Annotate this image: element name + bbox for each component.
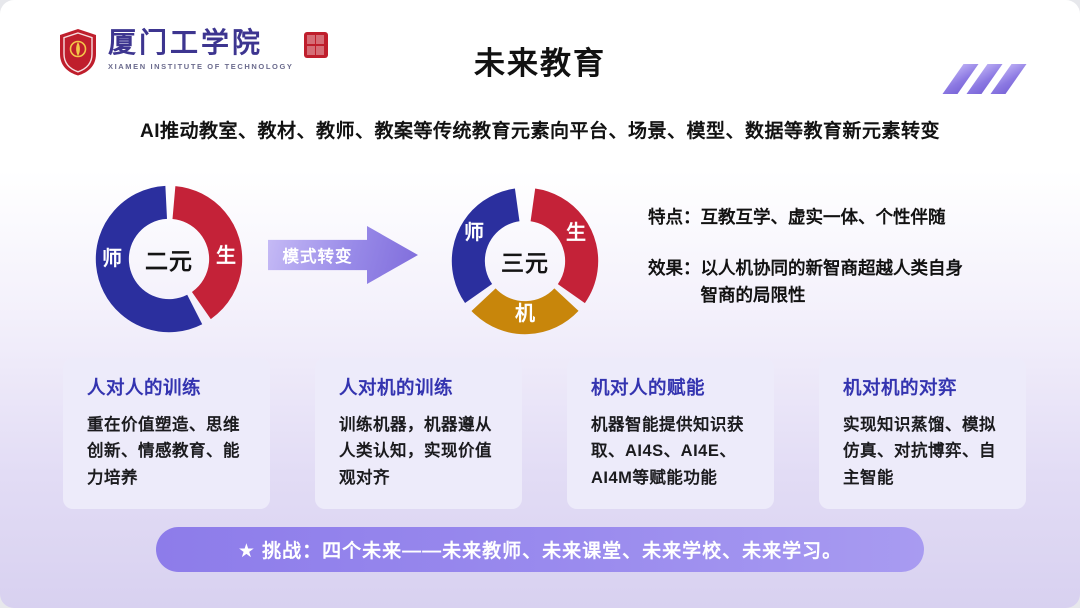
university-emblem-icon — [60, 29, 96, 76]
card-body: 实现知识蒸馏、模拟仿真、对抗博弈、自主智能 — [843, 416, 996, 487]
ternary-donut-chart: 师 生 机 三元 — [440, 176, 610, 346]
page-title: 未来教育 — [474, 46, 606, 81]
teacher-segment-label: 师 — [102, 248, 122, 270]
decorative-slashes-icon — [942, 64, 1027, 94]
card-body: 训练机器，机器遵从人类认知，实现价值观对齐 — [339, 416, 492, 487]
note-label: 效果： — [648, 258, 701, 279]
card-human-to-machine: 人对机的训练 训练机器，机器遵从人类认知，实现价值观对齐 — [315, 358, 522, 510]
student-segment — [95, 185, 243, 333]
transformation-diagram: 师 生 二元 模式转变 师 生 机 三元 特点： 互教互学、虚实一体、个性伴随 — [0, 168, 1080, 358]
machine-segment-label: 机 — [515, 303, 535, 325]
student-segment-label: 生 — [566, 222, 586, 244]
note-text: 以人机协同的新智商超越人类自身智商的局限性 — [700, 258, 964, 306]
university-name-cn: 厦门工学院 — [108, 26, 264, 59]
university-logo: 厦门工学院 XIAMEN INSTITUTE OF TECHNOLOGY — [58, 26, 328, 76]
logo-text: 厦门工学院 XIAMEN INSTITUTE OF TECHNOLOGY — [108, 26, 294, 71]
card-machine-to-machine: 机对机的对弈 实现知识蒸馏、模拟仿真、对抗博弈、自主智能 — [819, 358, 1026, 510]
card-body: 机器智能提供知识获取、AI4S、AI4E、AI4M等赋能功能 — [591, 416, 744, 487]
student-segment-label: 生 — [216, 245, 236, 267]
teacher-segment — [451, 187, 599, 335]
card-machine-to-human: 机对人的赋能 机器智能提供知识获取、AI4S、AI4E、AI4M等赋能功能 — [567, 358, 774, 510]
seal-stamp-icon — [303, 32, 328, 58]
binary-donut-chart: 师 生 二元 — [84, 174, 254, 344]
card-title: 人对机的训练 — [339, 377, 454, 398]
card-body: 重在价值塑造、思维创新、情感教育、能力培养 — [87, 416, 240, 487]
note-effect: 效果： 以人机协同的新智商超越人类自身智商的局限性 — [648, 255, 1048, 309]
notes-list: 特点： 互教互学、虚实一体、个性伴随 效果： 以人机协同的新智商超越人类自身智商… — [648, 204, 1048, 333]
student-segment — [451, 187, 599, 335]
card-title: 人对人的训练 — [87, 377, 202, 398]
subtitle-text: AI推动教室、教材、教师、教案等传统教育元素向平台、场景、模型、数据等教育新元素… — [139, 121, 940, 142]
cards-row: 人对人的训练 重在价值塑造、思维创新、情感教育、能力培养 人对机的训练 训练机器… — [63, 358, 1026, 510]
mode-transition-arrow: 模式转变 — [268, 226, 418, 284]
note-features: 特点： 互教互学、虚实一体、个性伴随 — [648, 204, 1048, 231]
machine-segment — [451, 187, 599, 335]
binary-donut-svg — [95, 185, 243, 333]
challenge-banner: ★ 挑战：四个未来——未来教师、未来课堂、未来学校、未来学习。 — [156, 527, 924, 572]
note-label: 特点： — [648, 207, 701, 227]
card-title: 机对人的赋能 — [591, 377, 706, 398]
card-human-to-human: 人对人的训练 重在价值塑造、思维创新、情感教育、能力培养 — [63, 358, 270, 510]
note-text: 互教互学、虚实一体、个性伴随 — [700, 207, 946, 227]
ternary-donut-svg — [451, 187, 599, 335]
card-title: 机对机的对弈 — [843, 377, 958, 398]
binary-center-label: 二元 — [145, 248, 193, 274]
ternary-center-label: 三元 — [501, 250, 549, 276]
arrow-label: 模式转变 — [282, 248, 353, 266]
teacher-segment-label: 师 — [464, 222, 484, 244]
university-name-en: XIAMEN INSTITUTE OF TECHNOLOGY — [108, 61, 294, 71]
